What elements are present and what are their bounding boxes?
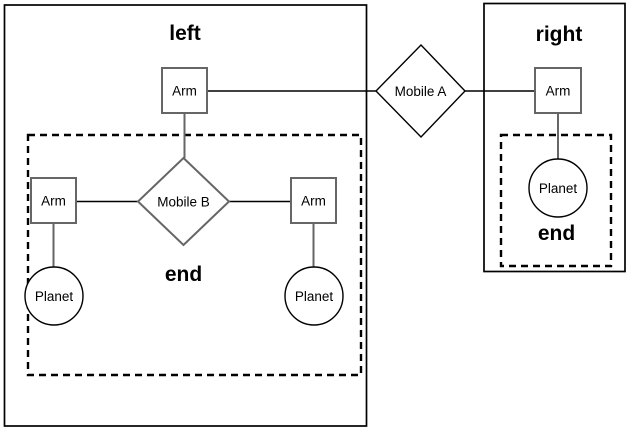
mobile-b-label: Mobile B xyxy=(157,195,210,210)
right-arm-node: Arm xyxy=(534,67,582,114)
right-arm-label: Arm xyxy=(546,84,571,99)
left-planet-left-circle[interactable] xyxy=(24,266,84,326)
right-end-group-box[interactable] xyxy=(499,133,613,268)
left-planet-left-label: Planet xyxy=(35,289,74,304)
left-planet-right-label: Planet xyxy=(295,289,334,304)
right-arm-box[interactable] xyxy=(534,67,582,114)
right-planet-circle[interactable] xyxy=(528,158,588,218)
left-arm-right-box[interactable] xyxy=(290,177,337,224)
left-arm-right-node: Arm xyxy=(290,177,337,224)
left-arm-left-box[interactable] xyxy=(30,177,77,224)
left-planet-left-node: Planet xyxy=(24,266,84,326)
left-arm-top-box[interactable] xyxy=(161,67,208,114)
left-arm-left-node: Arm xyxy=(30,177,77,224)
mobile-a-node: Mobile A xyxy=(375,43,466,139)
left-planet-right-circle[interactable] xyxy=(284,266,344,326)
left-arm-top-label: Arm xyxy=(172,84,197,99)
left-arm-right-label: Arm xyxy=(301,194,326,209)
right-group: right end xyxy=(483,2,626,273)
left-end-group-box[interactable] xyxy=(26,133,363,377)
mobile-a-label: Mobile A xyxy=(395,84,447,99)
right-group-title: right xyxy=(536,23,583,46)
left-end-group-title: end xyxy=(165,263,202,286)
left-arm-left-label: Arm xyxy=(41,194,66,209)
left-planet-right-node: Planet xyxy=(284,266,344,326)
mobile-b-node: Mobile B xyxy=(136,156,231,247)
left-arm-top-node: Arm xyxy=(161,67,208,114)
mobile-b-diamond[interactable] xyxy=(136,156,231,247)
right-group-box[interactable] xyxy=(483,2,626,273)
left-group-title: left xyxy=(169,22,201,45)
mobile-a-diamond[interactable] xyxy=(375,43,466,139)
right-planet-label: Planet xyxy=(539,181,578,196)
right-end-group-title: end xyxy=(538,222,575,245)
right-planet-node: Planet xyxy=(528,158,588,218)
